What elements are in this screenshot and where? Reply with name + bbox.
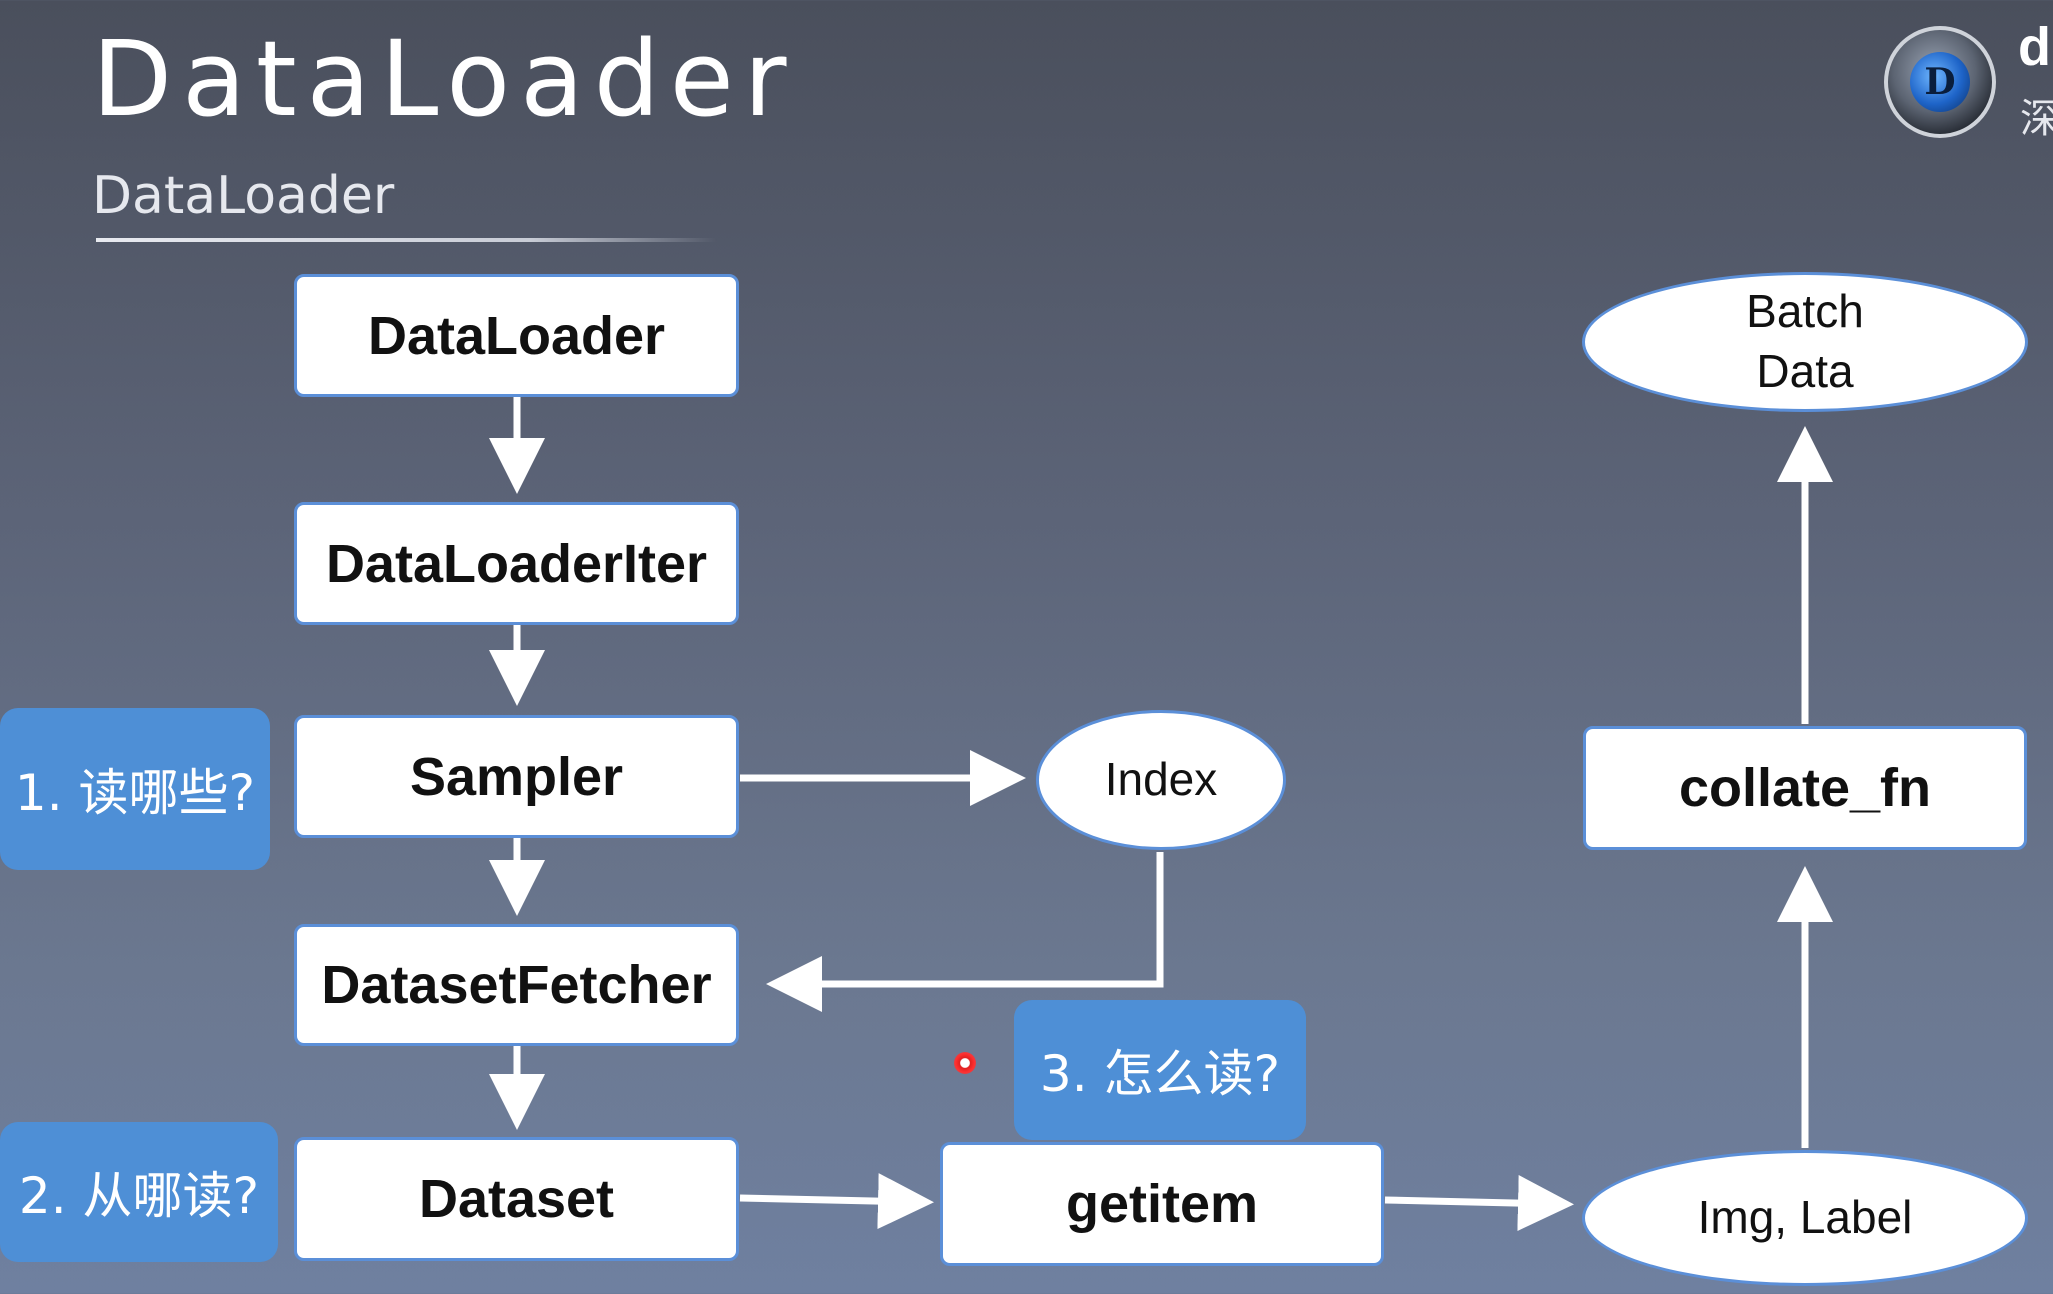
page-title: DataLoader [92,18,797,140]
callout-where-to-read: 2. 从哪读? [0,1122,278,1262]
brand-text-top: d [2018,17,2051,77]
node-dataset: Dataset [294,1137,739,1261]
node-getitem: getitem [940,1142,1384,1266]
node-dataloader-iter: DataLoaderIter [294,502,739,625]
arrow-index-to-fetcher [766,852,1164,1012]
callout-how-to-read: 3. 怎么读? [1014,1000,1306,1140]
batch-data-line2: Data [1756,345,1854,397]
page-subtitle: DataLoader [92,166,395,226]
node-sampler: Sampler [294,715,739,838]
arrow-getitem-to-imglabel [1384,1175,1574,1232]
arrow-dataset-to-getitem [739,1173,934,1230]
batch-data-line1: Batch [1746,285,1864,338]
node-dataset-fetcher: DatasetFetcher [294,924,739,1046]
node-dataloader: DataLoader [294,274,739,397]
node-index: Index [1036,710,1286,850]
title-divider [96,238,716,242]
pointer-indicator [954,1052,976,1074]
node-img-label: Img, Label [1582,1150,2028,1286]
brand-text-bottom: 深 [2020,97,2053,141]
node-batch-data: Batch Data [1582,272,2028,412]
node-collate-fn: collate_fn [1583,726,2027,850]
brand-logo: D [1884,26,1996,138]
callout-which-to-read: 1. 读哪些? [0,708,270,870]
logo-letter: D [1910,52,1970,112]
